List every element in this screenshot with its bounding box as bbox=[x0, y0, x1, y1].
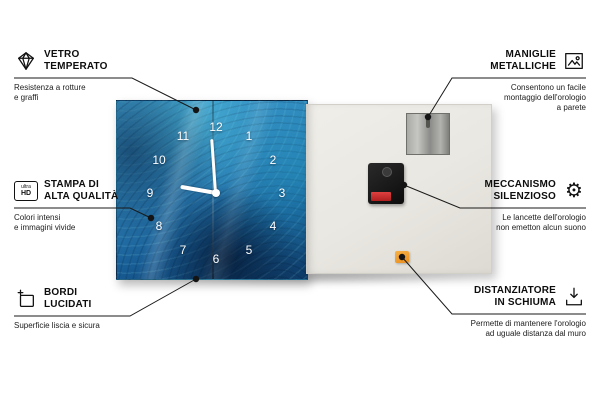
callout-meccanismo-silenzioso: ⚙ MECCANISMO SILENZIOSO Le lancette dell… bbox=[452, 176, 586, 233]
callout-subtitle: Le lancette dell'orologio non emetton al… bbox=[496, 213, 586, 232]
clock-number: 12 bbox=[209, 120, 223, 134]
clock-number: 8 bbox=[155, 219, 163, 233]
callout-title-line2: ALTA QUALITÀ bbox=[44, 191, 119, 202]
callout-distanziatore-schiuma: DISTANZIATORE IN SCHIUMA Permette di man… bbox=[452, 282, 586, 339]
callout-header: ⚙ MECCANISMO SILENZIOSO bbox=[452, 176, 586, 206]
battery bbox=[371, 192, 391, 201]
hour-hand bbox=[180, 184, 217, 195]
callout-title-line2: IN SCHIUMA bbox=[494, 297, 556, 308]
callout-subtitle: Superficie liscia e sicura bbox=[14, 321, 100, 330]
callout-title-line2: TEMPERATO bbox=[44, 61, 108, 72]
clock-center-cap bbox=[212, 189, 220, 197]
polished-edge-icon bbox=[14, 287, 38, 311]
metal-hanger-plate bbox=[406, 113, 450, 155]
callout-title-line1: STAMPA DI bbox=[44, 178, 99, 190]
clock-number: 1 bbox=[245, 129, 253, 143]
callout-title-line1: MANIGLIE bbox=[505, 48, 556, 60]
callout-title-line1: DISTANZIATORE bbox=[473, 284, 556, 296]
diamond-icon bbox=[14, 49, 38, 73]
ultra-hd-text-bottom: HD bbox=[20, 189, 32, 197]
clock-number: 5 bbox=[245, 243, 253, 257]
callout-subtitle: Consentono un facile montaggio dell'orol… bbox=[503, 83, 586, 112]
callout-title-line1: BORDI bbox=[44, 286, 78, 298]
callout-header: BORDI LUCIDATI bbox=[14, 284, 132, 314]
ultra-hd-icon: ultra HD bbox=[14, 179, 38, 203]
clock-number: 3 bbox=[278, 186, 286, 200]
callout-title-line2: METALLICHE bbox=[490, 61, 556, 72]
clock-number: 11 bbox=[176, 129, 190, 143]
clock-number: 4 bbox=[269, 219, 277, 233]
callout-subtitle: Resistenza a rotture e graffi bbox=[14, 83, 86, 102]
callout-header: VETRO TEMPERATO bbox=[14, 46, 132, 76]
callout-vetro-temperato: VETRO TEMPERATO Resistenza a rotture e g… bbox=[14, 46, 132, 103]
callout-title-line1: MECCANISMO bbox=[484, 178, 556, 190]
clock-number: 7 bbox=[179, 243, 187, 257]
callout-subtitle: Permette di mantenere l'orologio ad ugua… bbox=[470, 319, 586, 338]
callout-header: ultra HD STAMPA DI ALTA QUALITÀ bbox=[14, 176, 132, 206]
gear-glyph: ⚙ bbox=[565, 180, 583, 202]
picture-frame-icon bbox=[562, 49, 586, 73]
callout-bordi-lucidati: BORDI LUCIDATI Superficie liscia e sicur… bbox=[14, 284, 132, 331]
clock-front-view: 12 1 2 3 4 5 6 7 8 9 10 11 bbox=[116, 100, 308, 280]
clock-number: 2 bbox=[269, 153, 277, 167]
callout-title-line2: SILENZIOSO bbox=[493, 191, 556, 202]
clock-number: 9 bbox=[146, 186, 154, 200]
gear-icon: ⚙ bbox=[562, 179, 586, 203]
foam-spacer bbox=[395, 251, 409, 263]
down-arrow-spacer-icon bbox=[562, 285, 586, 309]
clock-number: 10 bbox=[152, 153, 166, 167]
callout-stampa-alta-qualita: ultra HD STAMPA DI ALTA QUALITÀ Colori i… bbox=[14, 176, 132, 233]
callout-header: MANIGLIE METALLICHE bbox=[452, 46, 586, 76]
callout-title-line2: LUCIDATI bbox=[44, 299, 92, 310]
callout-maniglie-metalliche: MANIGLIE METALLICHE Consentono un facile… bbox=[452, 46, 586, 113]
callout-subtitle: Colori intensi e immagini vivide bbox=[14, 213, 76, 232]
ultra-hd-text-top: ultra bbox=[21, 183, 31, 190]
callout-title-line1: VETRO bbox=[44, 48, 80, 60]
hanger-hole bbox=[382, 167, 392, 177]
callout-header: DISTANZIATORE IN SCHIUMA bbox=[452, 282, 586, 312]
clock-mechanism bbox=[368, 163, 404, 204]
clock-number: 6 bbox=[212, 252, 220, 266]
